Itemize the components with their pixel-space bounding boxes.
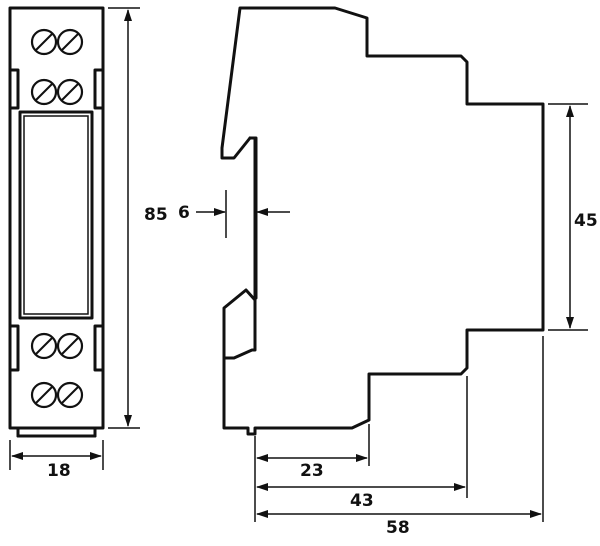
front-housing — [8, 6, 105, 430]
dim-label-43: 43 — [350, 491, 374, 511]
dim-label-85: 85 — [144, 205, 168, 225]
terminal-block-top-2 — [30, 78, 84, 106]
front-upper-notch — [8, 68, 105, 110]
dim-label-45: 45 — [574, 211, 598, 231]
front-lower-notch — [8, 324, 105, 372]
front-view: 85 18 — [8, 6, 168, 481]
side-housing — [220, 6, 545, 436]
side-view: 6 45 23 43 58 — [178, 6, 598, 538]
front-label-window — [18, 110, 94, 320]
front-label-inner — [23, 115, 89, 315]
dim-label-58: 58 — [386, 518, 410, 538]
terminal-block-bottom-2 — [30, 381, 84, 409]
dim-label-23: 23 — [300, 461, 324, 481]
dim-label-6: 6 — [178, 203, 190, 223]
dim-label-18: 18 — [47, 461, 71, 481]
terminal-block-top-1 — [30, 28, 84, 56]
terminal-block-bottom-1 — [30, 332, 84, 360]
